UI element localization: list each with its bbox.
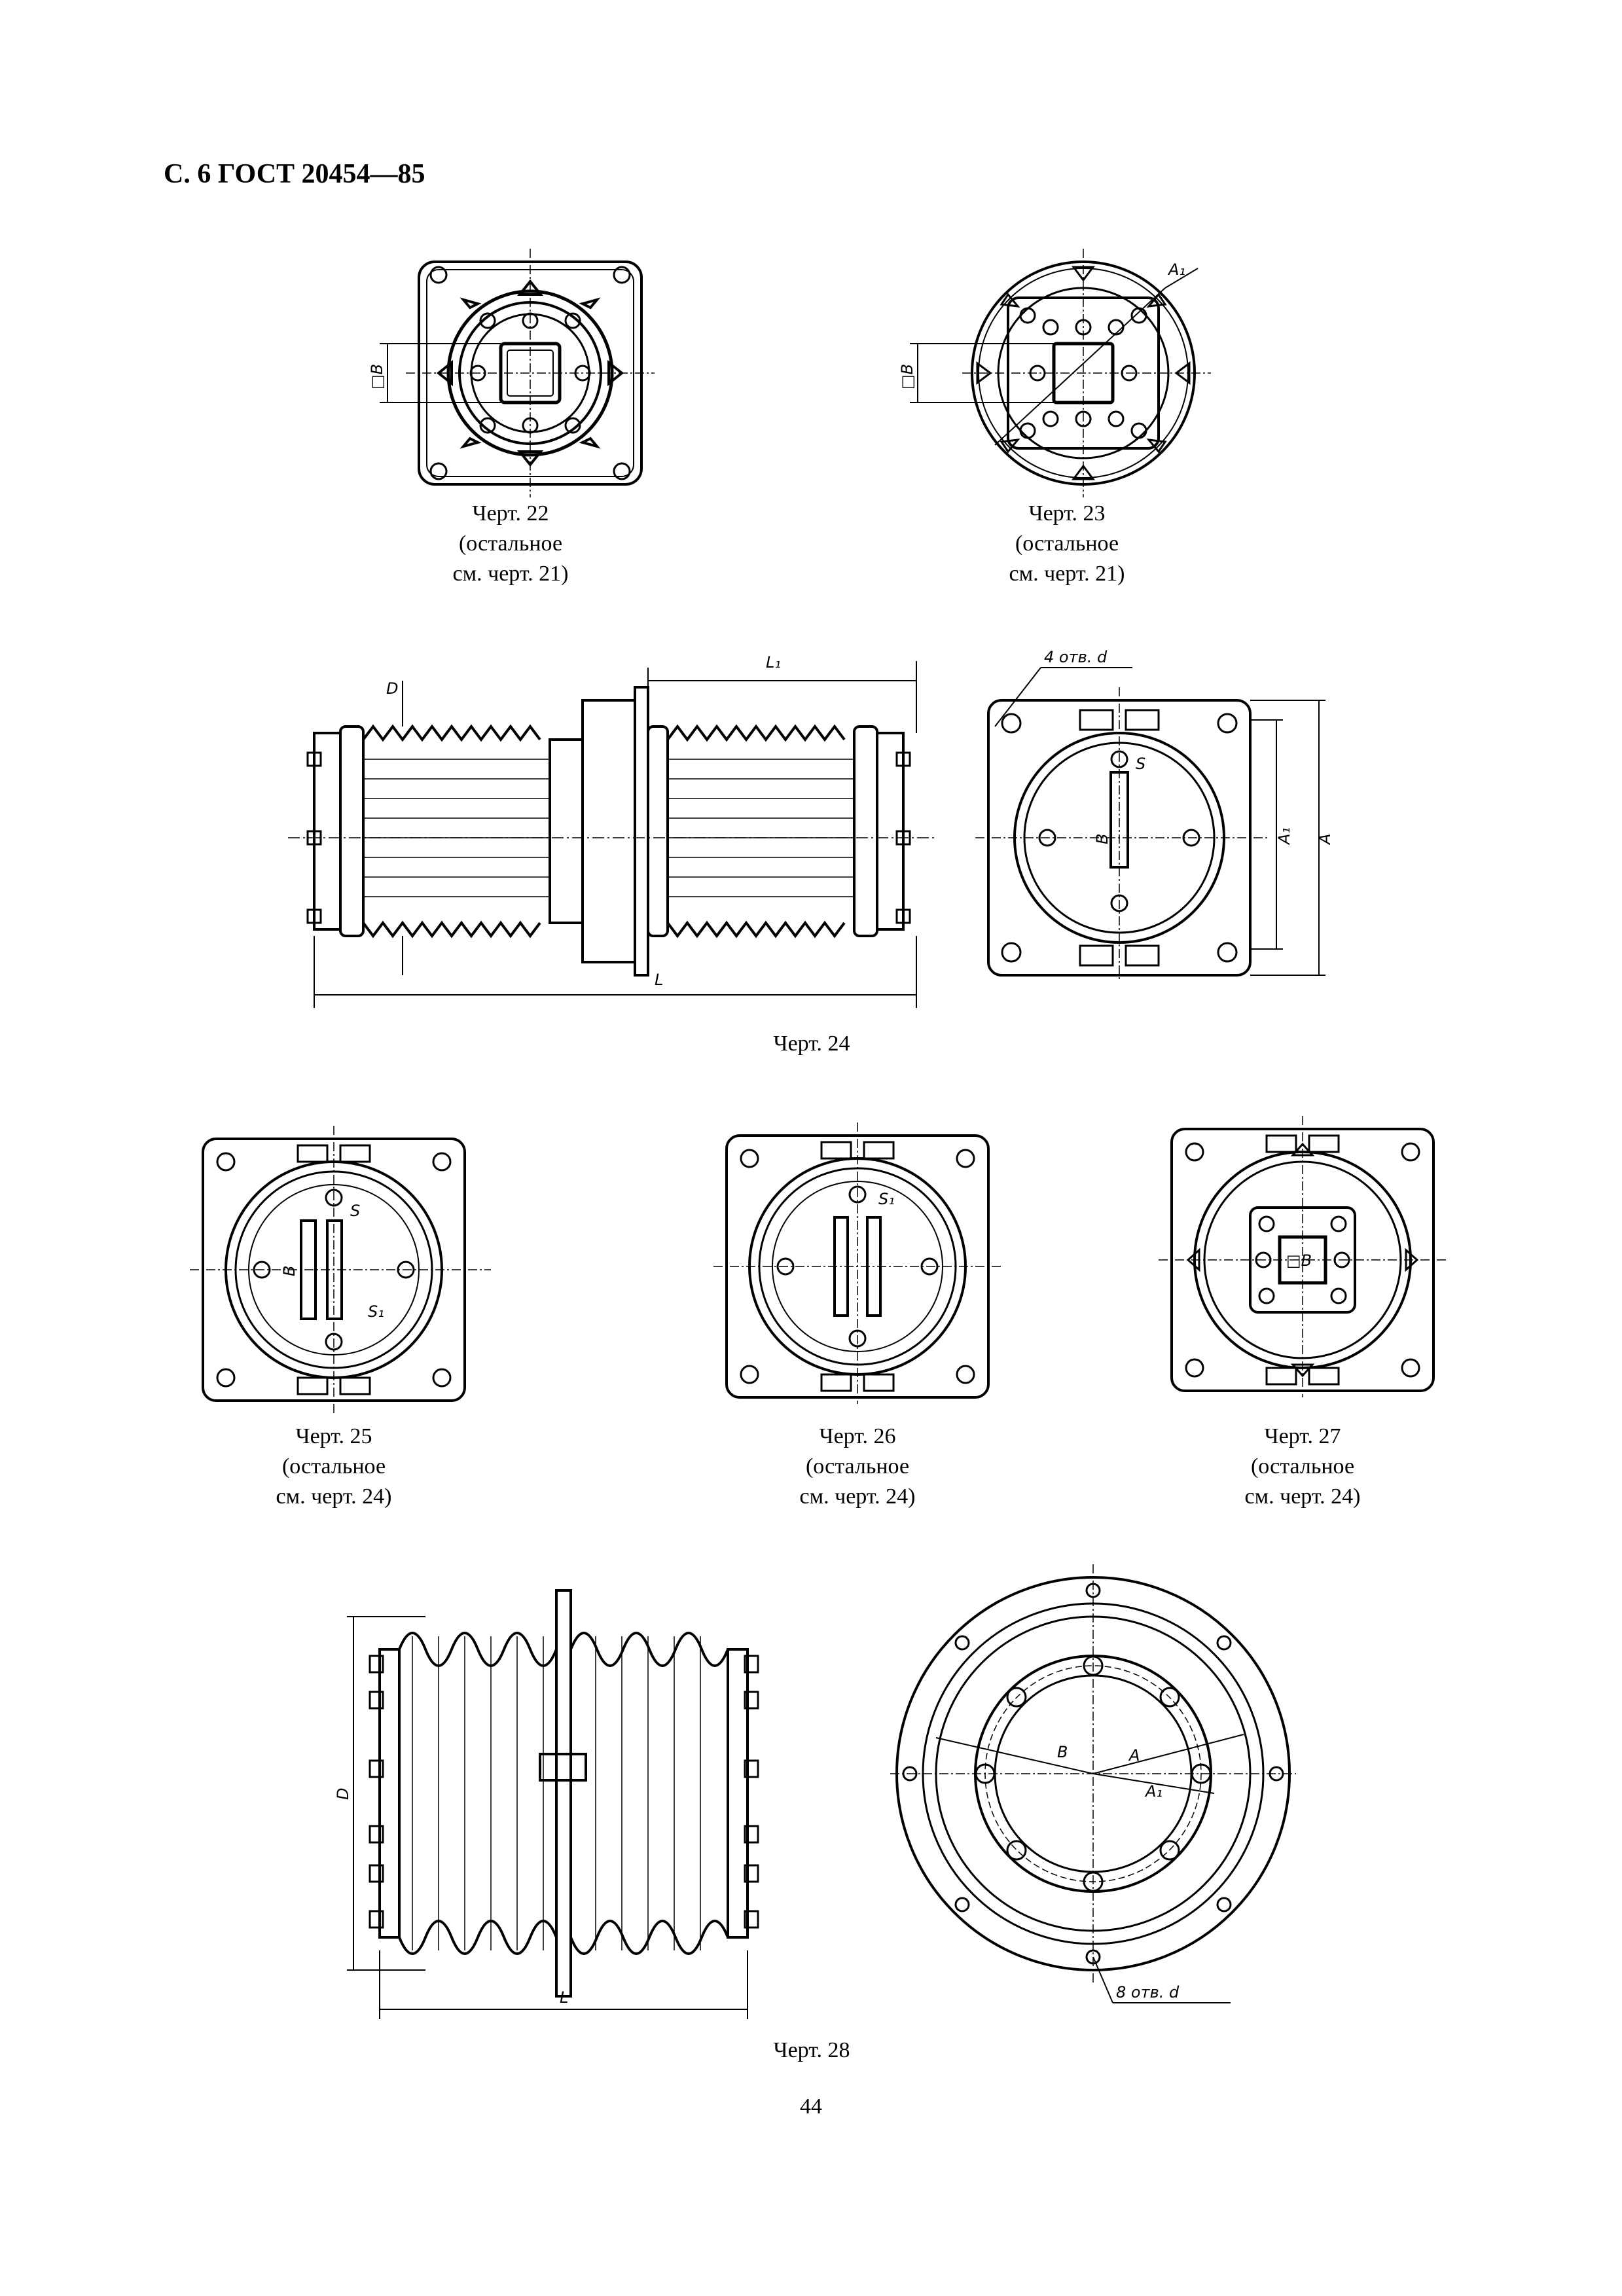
- figure-27-title: Черт. 27: [1264, 1424, 1341, 1448]
- figure-28-front-view: B A A₁ 8 отв. d: [890, 1551, 1296, 2022]
- fig28-b-label: B: [1057, 1743, 1068, 1761]
- fig24-b-label: B: [1093, 834, 1111, 844]
- figure-25-note-line2: см. черт. 24): [276, 1484, 392, 1509]
- fig25-b-label: B: [280, 1266, 298, 1276]
- figure-26-title: Черт. 26: [819, 1424, 896, 1448]
- figure-24-end-view: 4 отв. d S B A₁ A: [969, 648, 1334, 982]
- figure-27-note-line2: см. черт. 24): [1244, 1484, 1361, 1509]
- fig22-b-label: □В: [368, 364, 386, 389]
- figure-28-title: Черт. 28: [773, 2038, 850, 2062]
- fig25-s1-label: S₁: [368, 1302, 384, 1321]
- figure-25-note-line1: (остальное: [281, 1454, 386, 1479]
- fig28-a-label: A: [1128, 1746, 1140, 1765]
- fig24-l-label: L: [655, 971, 663, 989]
- figure-25-caption: Черт. 25 (остальное см. черт. 24): [242, 1422, 425, 1512]
- fig24-holes-label: 4 отв. d: [1044, 648, 1108, 666]
- figure-22-note-line2: см. черт. 21): [452, 562, 569, 586]
- figure-23-title: Черт. 23: [1028, 501, 1106, 526]
- figure-24-caption: Черт. 24: [746, 1029, 877, 1059]
- page-number: 44: [800, 2094, 822, 2119]
- figure-22-caption: Черт. 22 (остальное см. черт. 21): [419, 499, 602, 589]
- figure-26-caption: Черт. 26 (остальное см. черт. 24): [766, 1422, 949, 1512]
- fig23-a1-label: A₁: [1167, 260, 1185, 279]
- fig25-s-label: S: [350, 1202, 360, 1220]
- figure-27-caption: Черт. 27 (остальное см. черт. 24): [1211, 1422, 1394, 1512]
- figure-23-note-line1: (остальное: [1015, 531, 1119, 556]
- fig24-l1-label: L₁: [766, 653, 781, 672]
- figure-26-drawing: S₁: [707, 1119, 1008, 1407]
- fig24-a-label: A: [1316, 834, 1334, 846]
- figure-28-caption: Черт. 28: [746, 2036, 877, 2066]
- figure-25-drawing: S B S₁: [190, 1126, 491, 1414]
- figure-23-note-line2: см. черт. 21): [1009, 562, 1125, 586]
- figure-22-note-line1: (остальное: [458, 531, 563, 556]
- fig24-d-label: D: [386, 679, 398, 698]
- fig24-s-label: S: [1136, 755, 1145, 773]
- figure-22-title: Черт. 22: [472, 501, 549, 526]
- figure-26-note-line1: (остальное: [805, 1454, 910, 1479]
- fig26-s1-label: S₁: [878, 1190, 895, 1208]
- figure-25-title: Черт. 25: [295, 1424, 372, 1448]
- fig28-d-label: D: [334, 1788, 352, 1800]
- figure-24-title: Черт. 24: [773, 1031, 850, 1056]
- fig24-a1-label: A₁: [1275, 827, 1293, 846]
- figure-27-note-line1: (остальное: [1250, 1454, 1355, 1479]
- figure-22-drawing: □В: [368, 249, 668, 497]
- fig28-l-label: L: [560, 1988, 568, 2007]
- page-header: С. 6 ГОСТ 20454—85: [164, 159, 425, 189]
- fig23-b-label: □В: [898, 364, 916, 389]
- figure-28-side-view: D L: [334, 1584, 831, 2029]
- figure-23-caption: Черт. 23 (остальное см. черт. 21): [975, 499, 1159, 589]
- figure-24-side-view: D L₁ L: [288, 653, 936, 1014]
- figure-26-note-line2: см. черт. 24): [799, 1484, 916, 1509]
- fig28-a1-label: A₁: [1144, 1782, 1162, 1801]
- figure-27-drawing: □В: [1152, 1113, 1453, 1401]
- fig27-b-label: □В: [1286, 1251, 1312, 1270]
- fig28-holes-label: 8 отв. d: [1116, 1983, 1180, 2001]
- figure-23-drawing: □В A₁: [898, 242, 1237, 504]
